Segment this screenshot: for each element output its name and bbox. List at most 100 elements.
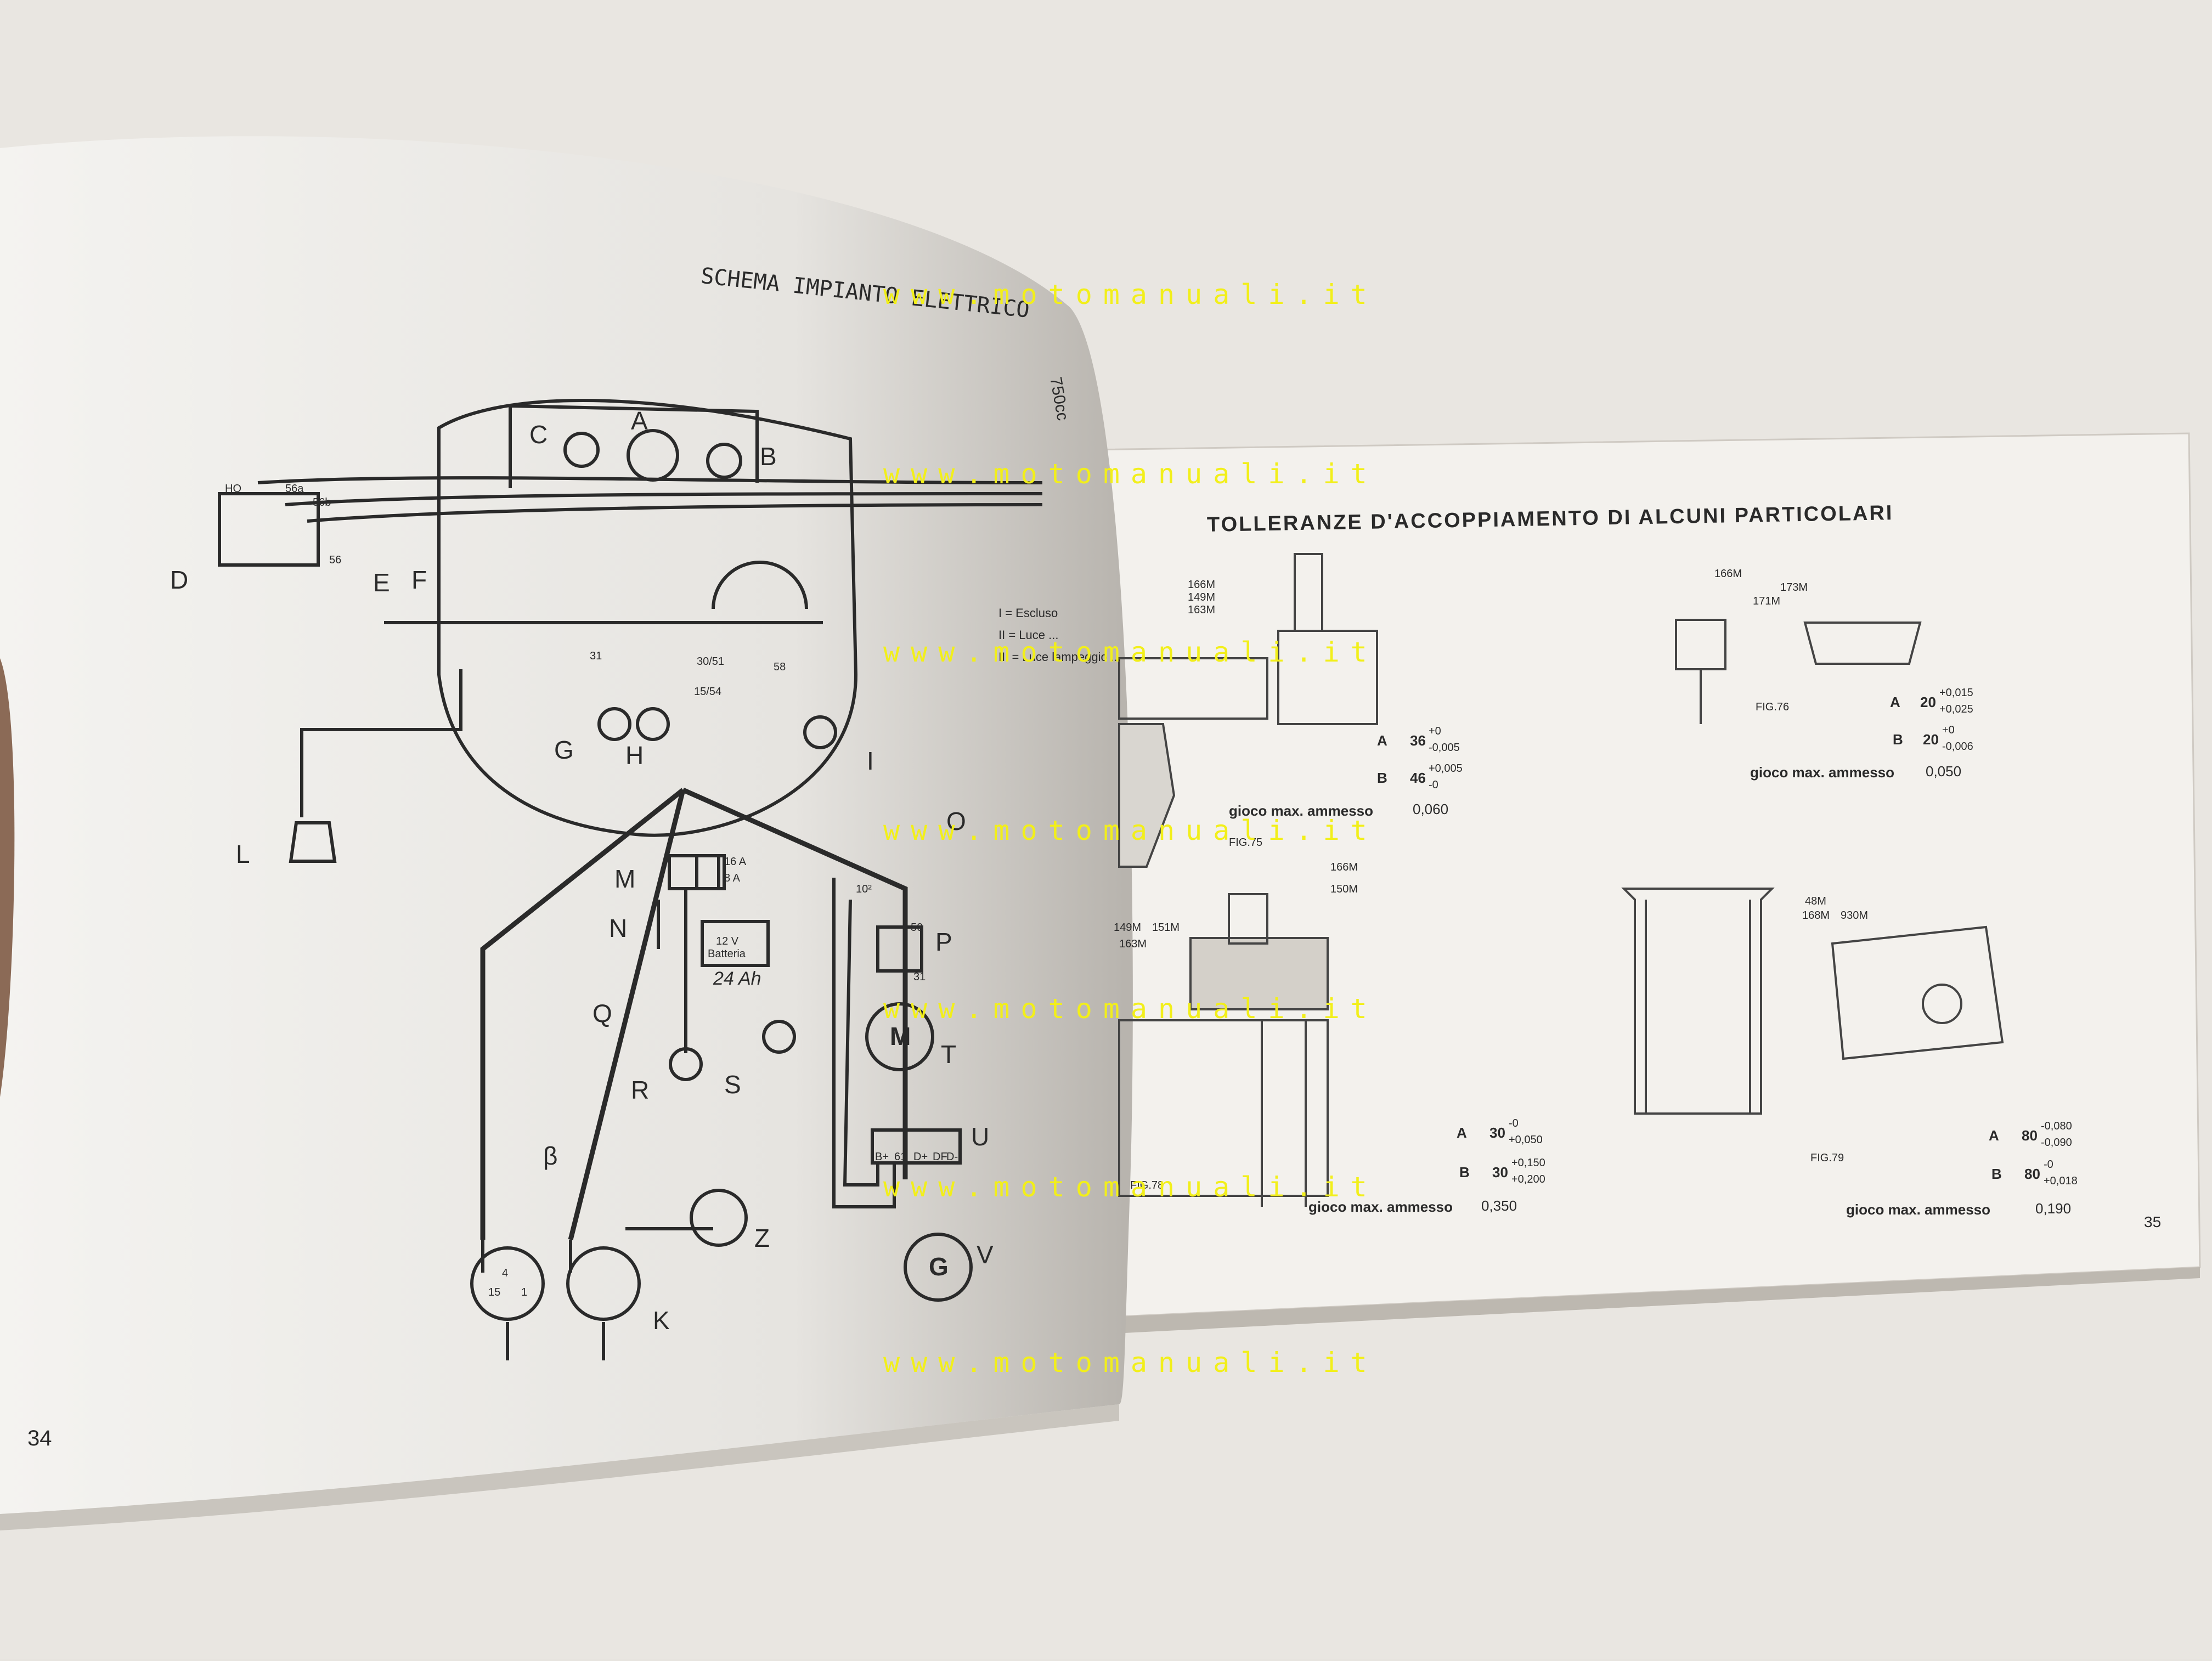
fig-79-b-letter: B [1991, 1166, 2002, 1182]
fig-75-a-nominal: 36 [1410, 732, 1426, 749]
letter-p: P [935, 928, 952, 956]
fig-78-b-lower: +0,200 [1511, 1173, 1545, 1185]
battery-voltage: 12 V [716, 935, 739, 947]
letter-b: B [760, 442, 777, 471]
fig-78-code-4: 151M [1152, 922, 1180, 934]
terminal-31b: 31 [913, 971, 926, 983]
fig-75-b-upper: +0,005 [1429, 762, 1463, 775]
fig-78-a-lower: +0,050 [1509, 1134, 1543, 1146]
generator-symbol: G [929, 1252, 949, 1281]
right-page-number: 35 [2144, 1213, 2162, 1230]
fig-76-a-upper: +0,015 [1939, 687, 1973, 699]
fig-75-b-lower: -0 [1429, 779, 1438, 791]
fuse-8a: 8 A [724, 872, 740, 884]
terminal-56a: 56a [285, 483, 304, 495]
watermark-1: www.motomanuali.it [883, 279, 1378, 310]
fig-76-a-lower: +0,025 [1939, 703, 1973, 715]
fig-76-caption: FIG.76 [1756, 701, 1790, 713]
letter-u: U [971, 1122, 990, 1151]
fig-75-code-2: 149M [1188, 591, 1216, 603]
letter-s: S [724, 1070, 741, 1099]
fig-75-gioco-label: gioco max. ammesso [1229, 803, 1373, 819]
terminal-df: DF [933, 1151, 947, 1163]
fig-75-a-upper: +0 [1429, 725, 1441, 737]
fig-79-a-nominal: 80 [2022, 1127, 2038, 1144]
letter-a: A [631, 406, 648, 435]
legend-line-2: II = Luce ... [998, 628, 1059, 642]
fig-78-code-1: 166M [1330, 861, 1358, 873]
terminal-dminus: D- [946, 1151, 958, 1163]
fig-76-b-nominal: 20 [1923, 731, 1939, 748]
fig-75-b-letter: B [1377, 770, 1387, 786]
terminal-61: 61 [894, 1151, 907, 1163]
technical-figures [1118, 553, 2004, 1207]
fig-78-gioco-value: 0,350 [1481, 1197, 1517, 1214]
fig-79-gioco-label: gioco max. ammesso [1846, 1201, 1990, 1218]
letter-z: Z [754, 1224, 770, 1252]
terminal-dplus: D+ [913, 1151, 928, 1163]
letter-h: H [625, 741, 644, 770]
terminal-15-54: 15/54 [694, 686, 722, 698]
letter-m: M [614, 865, 636, 893]
watermark-6: www.motomanuali.it [883, 1171, 1378, 1203]
legend-line-1: I = Escluso [998, 606, 1058, 620]
terminal-bplus: B+ [875, 1151, 889, 1163]
watermark-7: www.motomanuali.it [883, 1347, 1378, 1378]
letter-e: E [373, 568, 390, 597]
letter-f: F [411, 566, 427, 594]
letter-g: G [554, 736, 574, 764]
letter-o: O [946, 807, 966, 835]
letter-d: D [170, 566, 189, 594]
fig-78-caption: FIG.78 [1130, 1179, 1164, 1191]
fig-79-code-1: 48M [1805, 895, 1826, 907]
letter-c: C [529, 420, 548, 449]
coil-terminal-4: 4 [502, 1267, 509, 1279]
fig-75-caption: FIG.75 [1229, 837, 1263, 849]
battery-capacity: 24 Ah [713, 968, 761, 989]
motor-symbol: M [890, 1022, 911, 1050]
legend-line-3: III = Luce lampeggio ... [998, 650, 1121, 664]
fig-75-b-nominal: 46 [1410, 770, 1426, 786]
letter-v: V [977, 1240, 994, 1269]
terminal-31: 31 [590, 650, 602, 662]
fig-79-gioco-value: 0,190 [2035, 1200, 2072, 1217]
letter-l: L [236, 840, 250, 868]
fig-79-b-nominal: 80 [2024, 1166, 2040, 1182]
left-page-number: 34 [27, 1426, 52, 1450]
fig-79-code-2: 168M [1802, 909, 1830, 922]
wiring-diagram [218, 399, 1043, 1360]
letter-i: I [867, 747, 874, 775]
fig-78-code-3: 149M [1114, 922, 1142, 934]
fig-79-a-upper: -0,080 [2041, 1120, 2072, 1132]
watermark-4: www.motomanuali.it [883, 815, 1378, 846]
fig-76-b-letter: B [1893, 731, 1903, 748]
fig-76-gioco-value: 0,050 [1926, 763, 1962, 779]
fig-79-b-upper: -0 [2044, 1159, 2053, 1171]
fuse-16a: 16 A [724, 856, 747, 868]
fig-79-a-lower: -0,090 [2041, 1137, 2072, 1149]
fig-75-a-letter: A [1377, 732, 1387, 749]
terminal-30-51: 30/51 [697, 656, 725, 668]
fig-75-a-lower: -0,005 [1429, 742, 1460, 754]
terminal-58: 58 [774, 661, 786, 673]
fig-79-b-lower: +0,018 [2044, 1175, 2078, 1187]
letter-k: K [653, 1306, 670, 1335]
fig-76-code-1: 166M [1714, 568, 1742, 580]
fig-78-b-letter: B [1459, 1164, 1470, 1180]
letter-q: Q [592, 999, 612, 1027]
letter-t: T [941, 1040, 957, 1069]
fig-79-code-3: 930M [1841, 909, 1869, 922]
fig-78-gioco-label: gioco max. ammesso [1308, 1199, 1453, 1215]
fig-79-caption: FIG.79 [1810, 1152, 1844, 1164]
fig-78-b-upper: +0,150 [1511, 1157, 1545, 1169]
terminal-10-2: 10² [856, 883, 872, 895]
watermark-3: www.motomanuali.it [883, 636, 1378, 668]
fig-76-gioco-label: gioco max. ammesso [1750, 764, 1894, 781]
coil-terminal-1: 1 [521, 1286, 528, 1298]
terminal-56b: 56b [313, 496, 331, 509]
fig-78-code-2: 150M [1330, 883, 1358, 895]
fig-76-b-lower: -0,006 [1942, 741, 1973, 753]
battery-label: Batteria [708, 948, 746, 960]
